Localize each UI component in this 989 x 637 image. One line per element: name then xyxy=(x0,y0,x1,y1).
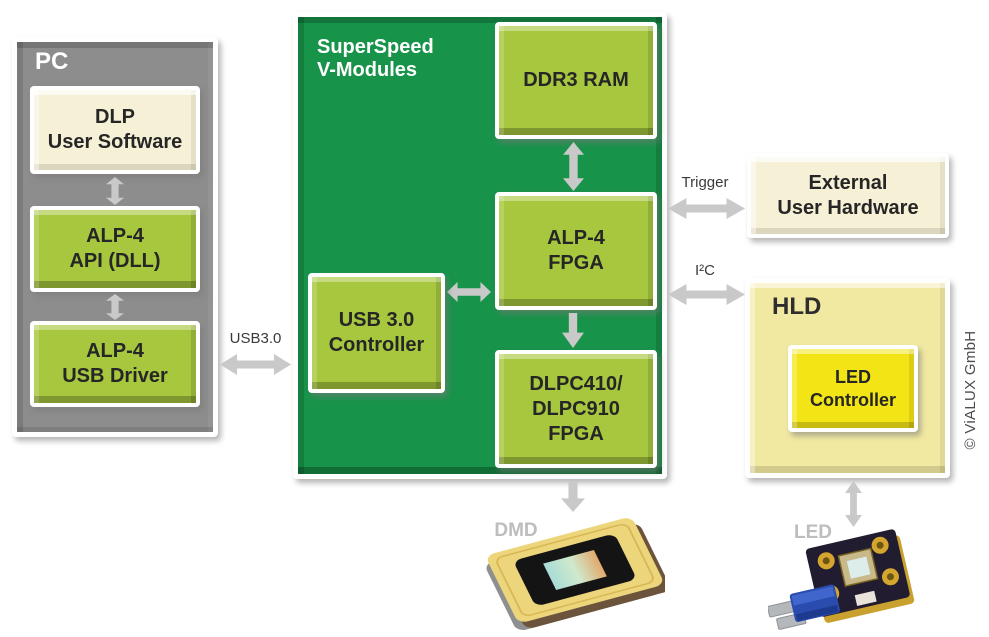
led-module-image xyxy=(768,529,915,630)
alp4-api-box: ALP-4 API (DLL) xyxy=(30,206,200,292)
external-hw-label-line2: User Hardware xyxy=(777,196,919,219)
dlpc-label-line2: DLPC910 xyxy=(532,397,620,420)
led-controller-label-line2: Controller xyxy=(809,389,896,410)
ddr3-ram-box: DDR3 RAM xyxy=(495,22,657,139)
dlpc-label-line3: FPGA xyxy=(548,422,604,445)
alp4-api-label-line2: API (DLL) xyxy=(69,250,161,272)
alp4-usb-label-line2: USB Driver xyxy=(62,365,168,387)
copyright-text: © ViALUX GmbH xyxy=(962,330,979,450)
dlp-api-double-arrow-icon xyxy=(106,177,124,205)
ddr3-fpga-double-arrow-icon xyxy=(563,142,584,191)
alp4-fpga-label-line2: FPGA xyxy=(548,252,604,274)
superspeed-title-line2: V-Modules xyxy=(317,59,418,81)
led-controller-label-line1: LED xyxy=(835,366,871,387)
external-hw-label-line1: External xyxy=(808,171,888,194)
api-usbdriver-double-arrow-icon xyxy=(106,294,124,320)
superspeed-group-title: SuperSpeed V-Modules xyxy=(317,36,434,82)
i2c-double-arrow-icon xyxy=(668,284,745,305)
superspeed-title-line1: SuperSpeed xyxy=(317,36,434,58)
dmd-chip-image xyxy=(486,518,665,630)
led-double-arrow-icon xyxy=(845,481,862,527)
dlp-label-line1: DLP xyxy=(95,106,135,128)
trigger-double-arrow-icon xyxy=(668,198,745,219)
dmd-label: DMD xyxy=(494,520,538,541)
hld-group-title: HLD xyxy=(772,293,822,320)
alp4-fpga-box: ALP-4 FPGA xyxy=(495,192,657,310)
i2c-connection-label: I²C xyxy=(695,262,715,279)
usb3-controller-box: USB 3.0 Controller xyxy=(308,273,445,393)
usb3-double-arrow-icon xyxy=(220,354,291,375)
pc-group-title: PC xyxy=(35,48,69,75)
led-controller-box: LED Controller xyxy=(788,345,918,432)
alp4-usb-driver-box: ALP-4 USB Driver xyxy=(30,321,200,407)
alp4-usb-label-line1: ALP-4 xyxy=(86,340,144,362)
led-label: LED xyxy=(794,522,832,543)
dlp-user-software-box: DLP User Software xyxy=(30,86,200,174)
alp4-api-label-line1: ALP-4 xyxy=(86,225,144,247)
usb3-connection-label: USB3.0 xyxy=(229,330,282,347)
alp4-fpga-label-line1: ALP-4 xyxy=(547,227,605,249)
external-user-hardware-box: External User Hardware xyxy=(747,153,949,238)
dlpc-fpga-box: DLPC410/ DLPC910 FPGA xyxy=(495,350,657,468)
usb3-controller-label-line2: Controller xyxy=(328,334,425,356)
dlpc-label-line1: DLPC410/ xyxy=(529,372,623,395)
trigger-connection-label: Trigger xyxy=(681,174,729,191)
ddr3-ram-label: DDR3 RAM xyxy=(523,69,629,91)
dlp-label-line2: User Software xyxy=(47,131,183,153)
usb3-controller-label-line1: USB 3.0 xyxy=(338,309,415,331)
dmd-down-arrow-icon xyxy=(561,481,585,512)
